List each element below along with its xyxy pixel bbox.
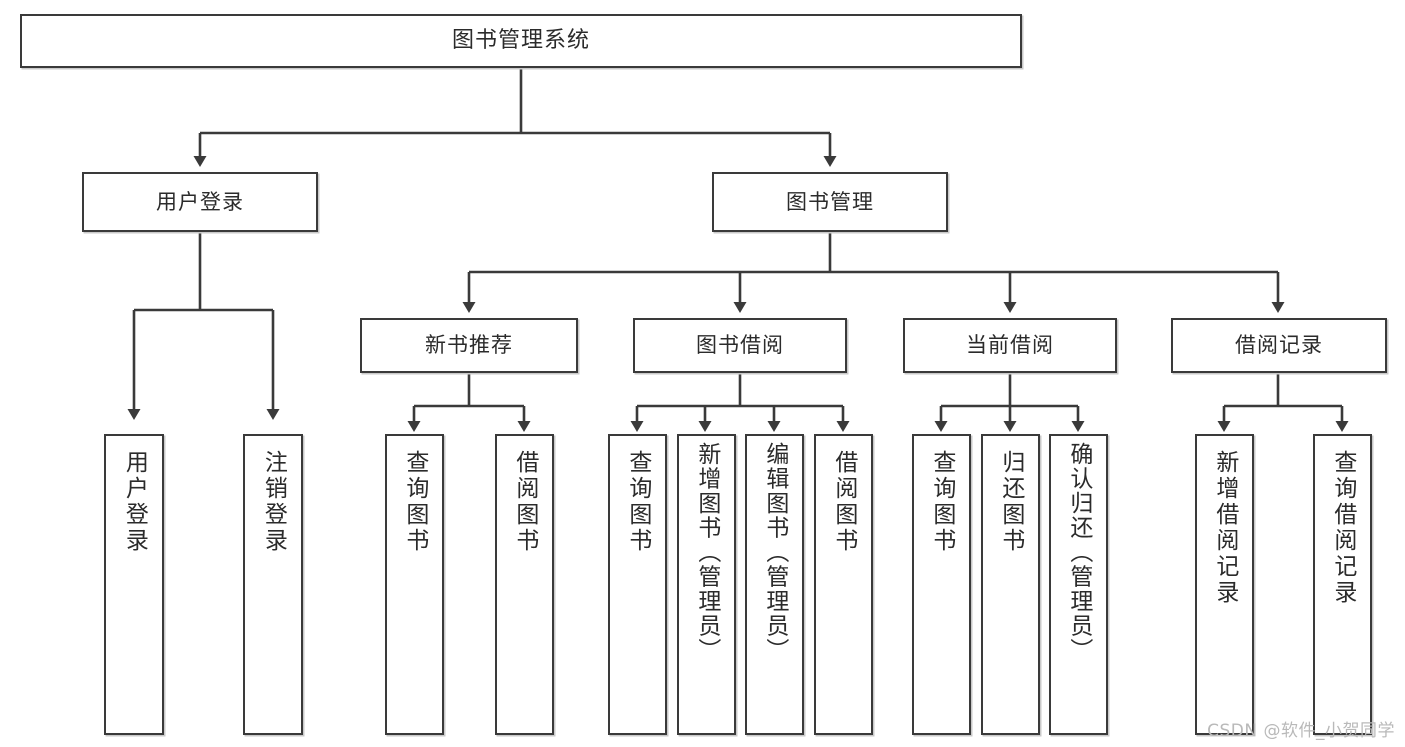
node-root[interactable]: 图书管理系统 xyxy=(20,14,1022,68)
node-label: 图书管理系统 xyxy=(451,28,590,53)
node-current-borrow[interactable]: 当前借阅 xyxy=(903,318,1117,373)
leaf-user-login[interactable]: 用户登录 xyxy=(104,434,164,735)
node-label: 归还图书 xyxy=(997,450,1024,554)
node-label: 确认归还（管理员） xyxy=(1065,442,1092,663)
node-book-borrow[interactable]: 图书借阅 xyxy=(633,318,847,373)
node-label: 图书借阅 xyxy=(696,333,784,357)
leaf-return-book[interactable]: 归还图书 xyxy=(981,434,1040,735)
leaf-borrow-book-1[interactable]: 借阅图书 xyxy=(495,434,554,735)
node-label: 查询图书 xyxy=(401,450,428,554)
node-label: 借阅图书 xyxy=(830,450,857,554)
leaf-add-record[interactable]: 新增借阅记录 xyxy=(1195,434,1254,735)
node-label: 用户登录 xyxy=(121,450,148,554)
node-label: 新增借阅记录 xyxy=(1211,450,1238,606)
node-new-book-rec[interactable]: 新书推荐 xyxy=(360,318,578,373)
node-label: 注销登录 xyxy=(260,450,287,554)
node-borrow-record[interactable]: 借阅记录 xyxy=(1171,318,1387,373)
node-label: 新增图书（管理员） xyxy=(693,442,720,663)
node-label: 借阅图书 xyxy=(511,450,538,554)
leaf-query-book-1[interactable]: 查询图书 xyxy=(385,434,444,735)
node-label: 查询借阅记录 xyxy=(1329,450,1356,606)
node-user-login[interactable]: 用户登录 xyxy=(82,172,318,232)
node-label: 编辑图书（管理员） xyxy=(761,442,788,663)
leaf-add-book[interactable]: 新增图书（管理员） xyxy=(677,434,736,735)
leaf-edit-book[interactable]: 编辑图书（管理员） xyxy=(745,434,804,735)
leaf-query-book-2[interactable]: 查询图书 xyxy=(608,434,667,735)
leaf-borrow-book-2[interactable]: 借阅图书 xyxy=(814,434,873,735)
leaf-query-record[interactable]: 查询借阅记录 xyxy=(1313,434,1372,735)
node-label: 借阅记录 xyxy=(1235,333,1323,357)
node-label: 用户登录 xyxy=(156,189,244,214)
node-label: 查询图书 xyxy=(928,450,955,554)
node-book-manage[interactable]: 图书管理 xyxy=(712,172,948,232)
node-label: 图书管理 xyxy=(786,189,874,214)
leaf-query-book-3[interactable]: 查询图书 xyxy=(912,434,971,735)
node-label: 当前借阅 xyxy=(966,333,1054,357)
node-label: 查询图书 xyxy=(624,450,651,554)
leaf-confirm-return[interactable]: 确认归还（管理员） xyxy=(1049,434,1108,735)
leaf-user-logout[interactable]: 注销登录 xyxy=(243,434,303,735)
node-label: 新书推荐 xyxy=(425,333,513,357)
